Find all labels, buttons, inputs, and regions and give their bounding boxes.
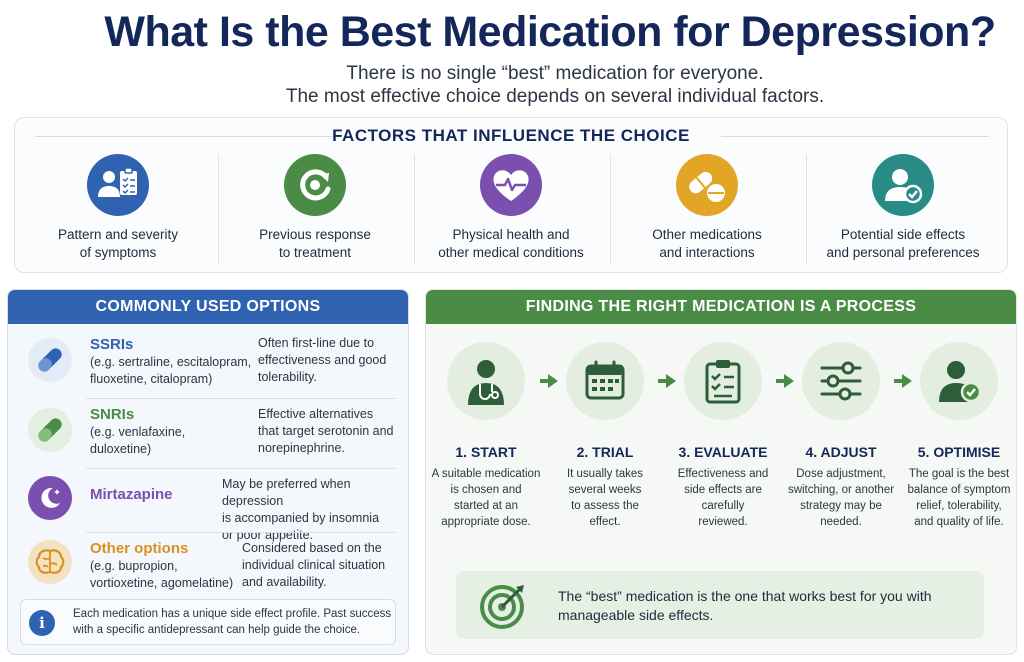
option-description: Often first-line due to effectiveness an… <box>258 336 387 384</box>
step-trial: 2. TRIAL It usually takes several weeks … <box>546 342 664 530</box>
factor-symptoms: Pattern and severity of symptoms <box>23 154 213 266</box>
factor-divider <box>610 154 611 264</box>
page-subtitle: There is no single “best” medication for… <box>0 62 1024 108</box>
step-start: 1. START A suitable medication is chosen… <box>427 342 545 530</box>
option-other: Other options (e.g. bupropion, vortioxet… <box>8 536 408 596</box>
calendar-icon <box>566 342 644 420</box>
step-title: 5. OPTIMISE <box>917 444 1001 460</box>
subtitle-line-2: The most effective choice depends on sev… <box>285 86 825 107</box>
factor-previous-response: Previous response to treatment <box>220 154 410 266</box>
option-ssris: SSRIs (e.g. sertraline, escitalopram, fl… <box>8 330 408 400</box>
capsule-icon <box>28 338 72 382</box>
options-panel: COMMONLY USED OPTIONS SSRIs (e.g. sertra… <box>7 289 409 655</box>
factor-label: Physical health and other medical condit… <box>438 227 584 260</box>
factor-label: Pattern and severity of symptoms <box>57 227 179 260</box>
best-medication-text: The “best” medication is the one that wo… <box>558 588 932 623</box>
target-icon <box>478 581 528 636</box>
doctor-icon <box>447 342 525 420</box>
clipboard-check-icon <box>684 342 762 420</box>
factors-heading: FACTORS THAT INFLUENCE THE CHOICE <box>332 126 690 145</box>
heart-pulse-icon <box>480 154 542 216</box>
sliders-icon <box>802 342 880 420</box>
option-divider <box>86 532 396 533</box>
moon-stars-icon <box>28 476 72 520</box>
option-divider <box>86 398 396 399</box>
step-optimise: 5. OPTIMISE The goal is the best balance… <box>900 342 1016 530</box>
step-title: 1. START <box>455 444 517 460</box>
factor-divider <box>806 154 807 264</box>
factor-other-medications: Other medications and interactions <box>612 154 802 266</box>
factor-divider <box>218 154 219 264</box>
person-check-icon <box>872 154 934 216</box>
brain-icon <box>28 540 72 584</box>
person-check-icon <box>920 342 998 420</box>
option-examples: (e.g. venlafaxine, duloxetine) <box>90 425 186 456</box>
factor-divider <box>414 154 415 264</box>
circular-arrow-icon <box>284 154 346 216</box>
factor-label: Previous response to treatment <box>259 227 371 260</box>
heading-rule-left <box>35 136 335 137</box>
arrow-right-icon <box>658 374 676 388</box>
note-text: Each medication has a unique side effect… <box>73 608 392 636</box>
option-name: Mirtazapine <box>90 486 173 503</box>
option-description: May be preferred when depression is acco… <box>222 477 380 542</box>
heading-rule-right <box>721 136 989 137</box>
capsule-icon <box>28 408 72 452</box>
factor-side-effects: Potential side effects and personal pref… <box>808 154 998 266</box>
options-note: i Each medication has a unique side effe… <box>20 599 396 645</box>
step-title: 3. EVALUATE <box>678 444 768 460</box>
factor-label: Other medications and interactions <box>652 227 762 260</box>
option-name: SSRIs <box>90 336 134 353</box>
option-divider <box>86 468 396 469</box>
subtitle-line-1: There is no single “best” medication for… <box>346 63 764 84</box>
factor-label: Potential side effects and personal pref… <box>826 227 980 260</box>
option-description: Considered based on the individual clini… <box>242 541 386 589</box>
step-title: 4. ADJUST <box>805 444 877 460</box>
option-snris: SNRIs (e.g. venlafaxine, duloxetine) Eff… <box>8 402 408 464</box>
option-description: Effective alternatives that target serot… <box>258 407 394 455</box>
info-icon: i <box>29 610 55 636</box>
option-mirtazapine: Mirtazapine May be preferred when depres… <box>8 472 408 542</box>
pills-icon <box>676 154 738 216</box>
step-description: Dose adjustment, switching, or another s… <box>787 468 895 528</box>
step-description: It usually takes several weeks to assess… <box>566 468 644 528</box>
factor-physical-health: Physical health and other medical condit… <box>416 154 606 266</box>
option-examples: (e.g. bupropion, vortioxetine, agomelati… <box>90 559 234 590</box>
process-heading: FINDING THE RIGHT MEDICATION IS A PROCES… <box>426 290 1016 324</box>
step-description: Effectiveness and side effects are caref… <box>677 468 769 528</box>
arrow-right-icon <box>776 374 794 388</box>
page-title: What Is the Best Medication for Depressi… <box>104 8 996 56</box>
patient-clipboard-icon <box>87 154 149 216</box>
options-heading: COMMONLY USED OPTIONS <box>8 290 408 324</box>
step-adjust: 4. ADJUST Dose adjustment, switching, or… <box>782 342 900 530</box>
option-name: SNRIs <box>90 406 135 423</box>
arrow-right-icon <box>894 374 912 388</box>
step-description: The goal is the best balance of symptom … <box>907 468 1011 528</box>
process-panel: FINDING THE RIGHT MEDICATION IS A PROCES… <box>425 289 1017 655</box>
step-title: 2. TRIAL <box>576 444 634 460</box>
arrow-right-icon <box>540 374 558 388</box>
step-evaluate: 3. EVALUATE Effectiveness and side effec… <box>664 342 782 530</box>
step-description: A suitable medication is chosen and star… <box>431 468 541 528</box>
best-medication-callout: The “best” medication is the one that wo… <box>456 571 984 639</box>
option-name: Other options <box>90 540 189 557</box>
option-examples: (e.g. sertraline, escitalopram, fluoxeti… <box>90 355 252 386</box>
factors-panel: FACTORS THAT INFLUENCE THE CHOICE Patter… <box>14 117 1008 273</box>
